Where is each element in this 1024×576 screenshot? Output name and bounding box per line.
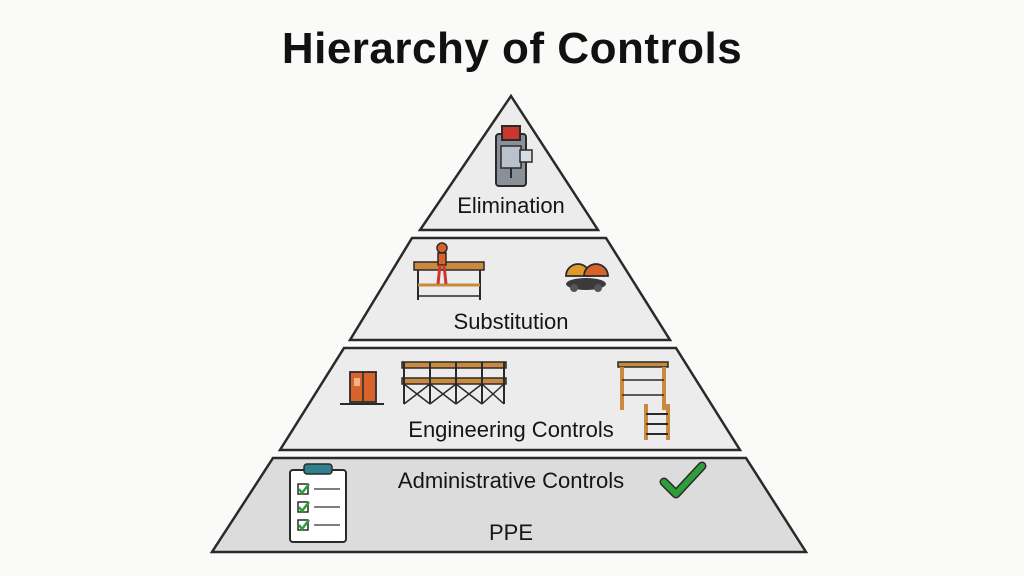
tier-label-elimination: Elimination — [457, 193, 565, 218]
scaffold-bridge-icon — [401, 361, 507, 405]
cabinet-icon — [340, 371, 384, 405]
hard-hats-icon — [565, 263, 609, 292]
machine-icon — [495, 125, 533, 187]
scaffold-worker-icon — [413, 242, 485, 300]
tier-label-engineering-controls: Engineering Controls — [408, 417, 614, 442]
checklist-clipboard-icon — [289, 463, 347, 543]
ladder-scaffold-icon — [617, 361, 670, 440]
tier-administrative-ppe — [209, 456, 809, 554]
page-title: Hierarchy of Controls — [281, 24, 743, 73]
tier-engineering — [277, 346, 743, 452]
tier-label-ppe: PPE — [488, 520, 534, 545]
checkmark-icon — [659, 461, 707, 499]
tier-label-administrative-controls: Administrative Controls — [397, 468, 625, 493]
tier-label-substitution: Substitution — [453, 309, 569, 334]
